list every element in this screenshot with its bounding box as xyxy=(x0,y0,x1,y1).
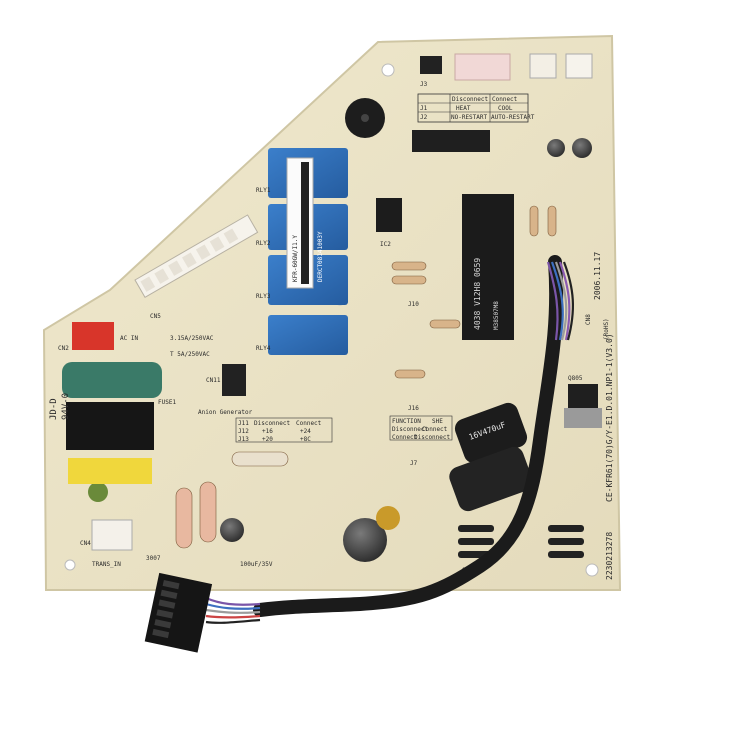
connector-white-top xyxy=(565,53,593,79)
label-q805: Q805 xyxy=(568,375,583,382)
label-j7: J7 xyxy=(410,460,418,467)
buzzer-hole xyxy=(361,114,369,122)
connector-small-black xyxy=(420,56,442,74)
cable-table-r2c0: J13 xyxy=(238,436,249,443)
cable-table-r2c2: +8C xyxy=(300,436,311,443)
board-date: 2006.11.17 xyxy=(593,252,602,300)
rohs-mark: (RoHS) xyxy=(603,318,610,340)
fuse-label-1: 3.15A/250VAC xyxy=(170,335,214,342)
label-rly4: RLY4 xyxy=(256,345,271,352)
relay-sticker-text-2: DERCT08141003Y xyxy=(317,231,324,282)
jumper-j1-connect: COOL xyxy=(498,105,513,112)
function-table-r1c1: Connect xyxy=(422,426,448,433)
jumper-j2-disconnect: NO-RESTART xyxy=(451,114,488,121)
label-anion: Anion Generator xyxy=(198,409,253,416)
connector-pink xyxy=(454,53,511,81)
capacitor-small xyxy=(547,139,565,157)
label-94v0: 94V-0 xyxy=(61,393,71,420)
jumper-j1-disconnect: HEAT xyxy=(456,105,471,112)
jumper-header-connect: Connect xyxy=(492,96,518,103)
cable-table-r2c1: +20 xyxy=(262,436,273,443)
capacitor-round xyxy=(220,518,244,542)
mcu-chip xyxy=(462,194,514,340)
jumper-header-disconnect: Disconnect xyxy=(452,96,489,103)
cable-table-r1c2: +24 xyxy=(300,428,311,435)
function-table-r2c0: Connect xyxy=(392,434,418,441)
wire-bundle-bottom xyxy=(205,596,261,624)
label-ic2: IC2 xyxy=(380,241,391,248)
capacitor-green xyxy=(88,482,108,502)
connector-cn2 xyxy=(72,322,114,350)
relay-sticker: KFR-60GW/I1.Y xyxy=(286,157,314,289)
jumper-j2: J2 xyxy=(420,114,428,121)
function-table-r2c1: Disconnect xyxy=(414,434,451,441)
label-ac-in: AC IN xyxy=(120,335,138,342)
mcu-text-1: 4038 V12H8 0659 xyxy=(473,258,482,330)
label-j10: J10 xyxy=(408,301,419,308)
ic-dip-top xyxy=(412,130,490,152)
label-j3: J3 xyxy=(420,81,428,88)
function-table: FUNCTION SHE Disconnect Connect Connect … xyxy=(389,415,453,441)
label-rly1: RLY1 xyxy=(256,187,271,194)
mounting-hole xyxy=(585,563,599,577)
connector-beige xyxy=(529,53,557,79)
connector-cn5 xyxy=(134,214,259,299)
label-cn4: CN4 xyxy=(80,540,91,547)
black-cable xyxy=(253,255,564,617)
cable-table-r0c0: J11 xyxy=(238,420,249,427)
part-number: 2230213278 xyxy=(605,532,614,580)
cable-table-r1c0: J12 xyxy=(238,428,249,435)
label-trans-in: TRANS_IN xyxy=(92,561,121,568)
film-capacitor xyxy=(62,362,162,398)
yellow-capacitor xyxy=(68,458,152,484)
mcu-text-2: M38507M8 xyxy=(493,301,500,330)
jumper-j1: J1 xyxy=(420,105,428,112)
mounting-hole xyxy=(381,63,395,77)
label-cn11: CN11 xyxy=(206,377,221,384)
mounting-hole xyxy=(64,559,76,571)
ic2-chip xyxy=(376,198,402,232)
label-cn2: CN2 xyxy=(58,345,69,352)
jumper-table: Disconnect Connect J1 HEAT COOL J2 NO-RE… xyxy=(417,93,535,123)
cable-plug xyxy=(144,572,213,653)
cable-table-r1c1: +16 xyxy=(262,428,273,435)
model-code: CE-KFR61(70)G/Y-E1.D.01.NP1-1(V3.0) xyxy=(605,333,614,502)
relay-sticker-text-1: KFR-60GW/I1.Y xyxy=(292,235,299,282)
wire-bundle-top xyxy=(546,261,575,341)
label-cn5: CN5 xyxy=(150,313,161,320)
transistor-q805-tab xyxy=(564,408,602,428)
fuse-holder xyxy=(66,402,154,450)
label-cap-small: 100uF/35V xyxy=(240,561,273,568)
fuse-label-2: T 5A/250VAC xyxy=(170,351,210,358)
label-j16: J16 xyxy=(408,405,419,412)
function-table-r0c0: FUNCTION xyxy=(392,418,421,425)
connector-cn4 xyxy=(91,519,133,551)
label-rly2: RLY2 xyxy=(256,240,271,247)
label-cn8: CN8 xyxy=(585,314,592,325)
label-rly3: RLY3 xyxy=(256,293,271,300)
capacitor-small xyxy=(572,138,592,158)
resistors xyxy=(175,205,557,549)
label-fuse1: FUSE1 xyxy=(158,399,176,406)
connector-cn11 xyxy=(222,364,246,396)
cable-table-r0c1: Disconnect xyxy=(254,420,291,427)
function-table-r1c0: Disconnect xyxy=(392,426,429,433)
label-brand: JD-D xyxy=(49,398,59,420)
capacitor-orange xyxy=(376,506,400,530)
capacitor-large-2 xyxy=(449,446,533,512)
cable-table: J11 Disconnect Connect J12 +16 +24 J13 +… xyxy=(235,417,333,443)
label-3007: 3007 xyxy=(146,555,161,562)
capacitor-round-big xyxy=(343,518,387,562)
cable-table-r0c2: Connect xyxy=(296,420,322,427)
relay-4 xyxy=(268,315,348,355)
jumper-j2-connect: AUTO-RESTART xyxy=(491,114,535,121)
function-table-r0c1: SHE xyxy=(432,418,443,425)
